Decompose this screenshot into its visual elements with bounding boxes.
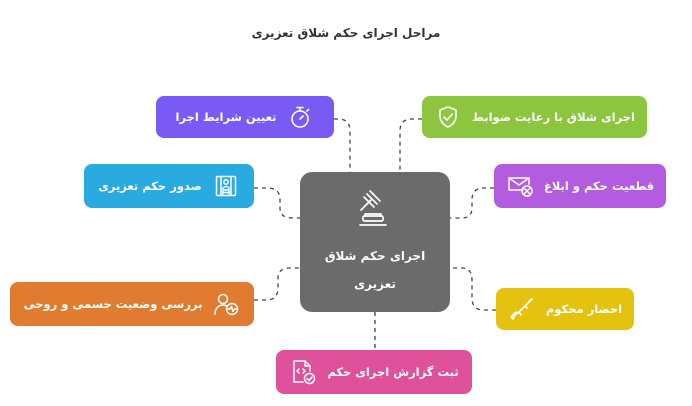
- gavel-icon: [355, 187, 395, 234]
- rifle-icon: [508, 295, 536, 323]
- node-label: قطعیت حکم و ابلاغ: [543, 179, 655, 193]
- prison-icon: [212, 172, 240, 200]
- node-summon: احضار محکوم: [496, 288, 634, 330]
- node-conditions: تعیین شرایط اجرا: [156, 96, 334, 138]
- node-label: صدور حکم تعزیری: [98, 179, 202, 193]
- node-label: احضار محکوم: [545, 302, 623, 316]
- shield-check-icon: [434, 103, 462, 131]
- node-issue: صدور حکم تعزیری: [84, 164, 254, 208]
- node-label: ثبت گزارش اجرای حکم: [327, 365, 459, 379]
- node-report: ثبت گزارش اجرای حکم: [276, 350, 472, 394]
- center-label: اجرای حکم شلاق تعزیری: [324, 248, 426, 291]
- node-finalize: قطعیت حکم و ابلاغ: [494, 164, 666, 208]
- node-label: تعیین شرایط اجرا: [175, 110, 277, 124]
- node-label: اجرای شلاق با رعایت ضوابط: [471, 110, 635, 124]
- connector-issue: [254, 187, 300, 219]
- node-label: بررسی وضعیت جسمی و روحی: [23, 297, 203, 311]
- center-node: اجرای حکم شلاق تعزیری: [300, 172, 450, 312]
- mail-cancel-icon: [506, 172, 534, 200]
- connector-finalize: [450, 187, 494, 219]
- connector-execute: [399, 118, 422, 172]
- health-check-icon: [212, 290, 240, 318]
- connector-summon: [450, 267, 496, 311]
- node-execute: اجرای شلاق با رعایت ضوابط: [422, 96, 647, 138]
- connector-conditions: [334, 118, 351, 172]
- node-health: بررسی وضعیت جسمی و روحی: [10, 282, 254, 326]
- document-check-icon: [289, 358, 317, 386]
- connector-health: [254, 267, 300, 301]
- stopwatch-icon: [286, 103, 314, 131]
- diagram-title: مراحل اجرای حکم شلاق تعزیری: [251, 26, 441, 40]
